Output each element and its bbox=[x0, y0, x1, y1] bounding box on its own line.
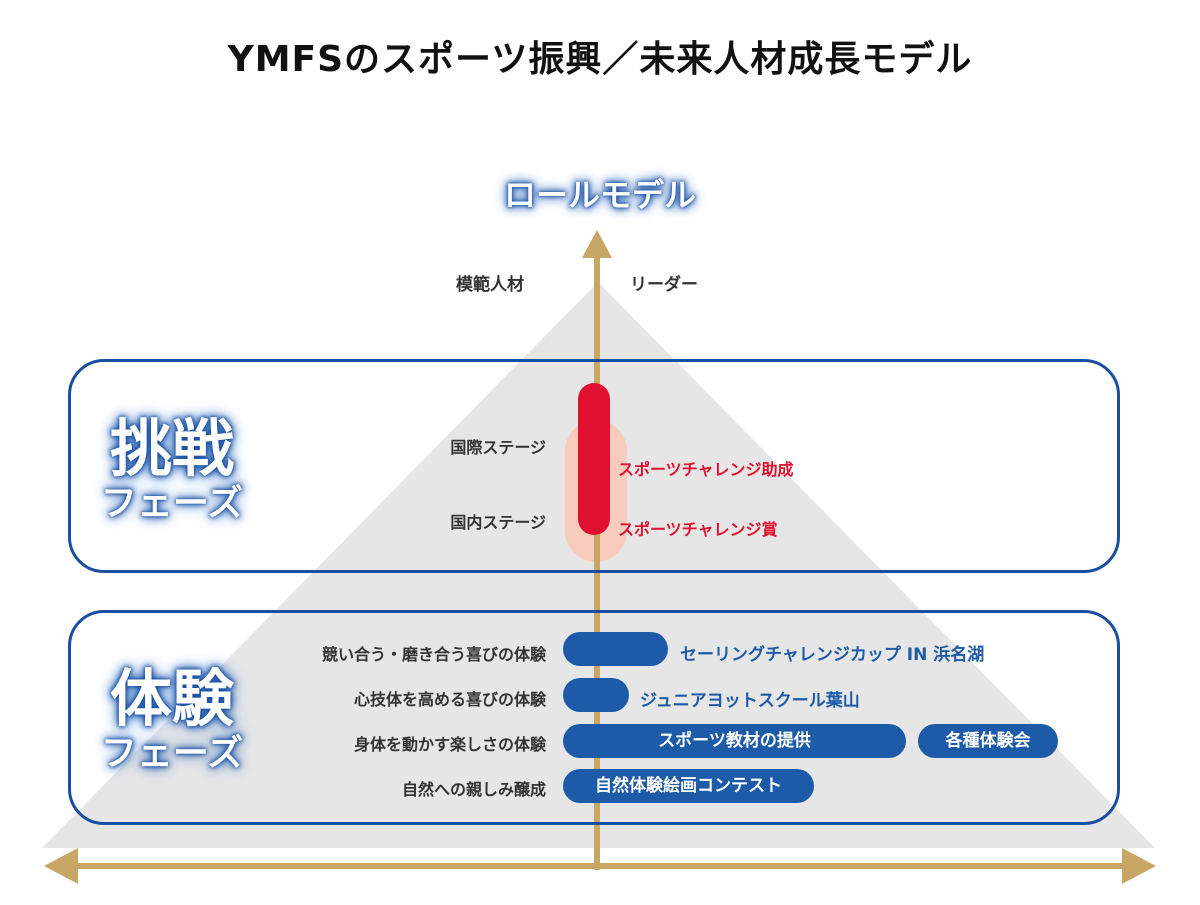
experience-phase-box bbox=[68, 610, 1120, 825]
page-title: YMFSのスポーツ振興／未来人材成長モデル bbox=[227, 39, 973, 80]
challenge-phase-title: 挑戦 フェーズ bbox=[92, 418, 252, 522]
program-nature-painting-contest: 自然体験絵画コンテスト bbox=[563, 769, 814, 803]
challenge-red-bar bbox=[578, 383, 610, 535]
experience-phase-kanji: 体験 bbox=[109, 662, 234, 735]
vertical-axis-arrowhead bbox=[582, 230, 612, 258]
experience-phase-title: 体験 フェーズ bbox=[92, 668, 252, 772]
program-sports-materials: スポーツ教材の提供 bbox=[563, 724, 906, 758]
program-sailing-challenge-cup: セーリングチャレンジカップ IN 浜名湖 bbox=[680, 645, 985, 665]
program-various-experience-events: 各種体験会 bbox=[918, 724, 1058, 758]
experience-phase-suffix: フェーズ bbox=[100, 733, 244, 774]
experience-row-label: 身体を動かす楽しさの体験 bbox=[353, 735, 546, 754]
program-sports-challenge-grant: スポーツチャレンジ助成 bbox=[618, 460, 794, 479]
program-sports-challenge-award: スポーツチャレンジ賞 bbox=[618, 520, 778, 539]
experience-row-label: 競い合う・磨き合う喜びの体験 bbox=[321, 645, 546, 664]
horizontal-axis-arrow-left bbox=[44, 848, 78, 884]
challenge-phase-suffix: フェーズ bbox=[100, 483, 244, 524]
challenge-phase-box bbox=[68, 359, 1120, 573]
role-model-label: ロールモデル bbox=[503, 176, 696, 214]
experience-row-label: 自然への親しみ醸成 bbox=[401, 780, 546, 799]
stage-international: 国際ステージ bbox=[450, 438, 546, 457]
axis-label-left: 模範人材 bbox=[456, 275, 524, 295]
stage-domestic: 国内ステージ bbox=[450, 513, 546, 532]
experience-row-label: 心技体を高める喜びの体験 bbox=[353, 690, 546, 709]
bar-sailing-challenge bbox=[563, 632, 668, 666]
axis-label-right: リーダー bbox=[630, 275, 698, 295]
challenge-phase-kanji: 挑戦 bbox=[109, 412, 234, 485]
bar-junior-yacht-school bbox=[563, 678, 629, 712]
horizontal-axis-arrow-right bbox=[1122, 848, 1156, 884]
program-junior-yacht-school: ジュニアヨットスクール葉山 bbox=[640, 691, 860, 711]
